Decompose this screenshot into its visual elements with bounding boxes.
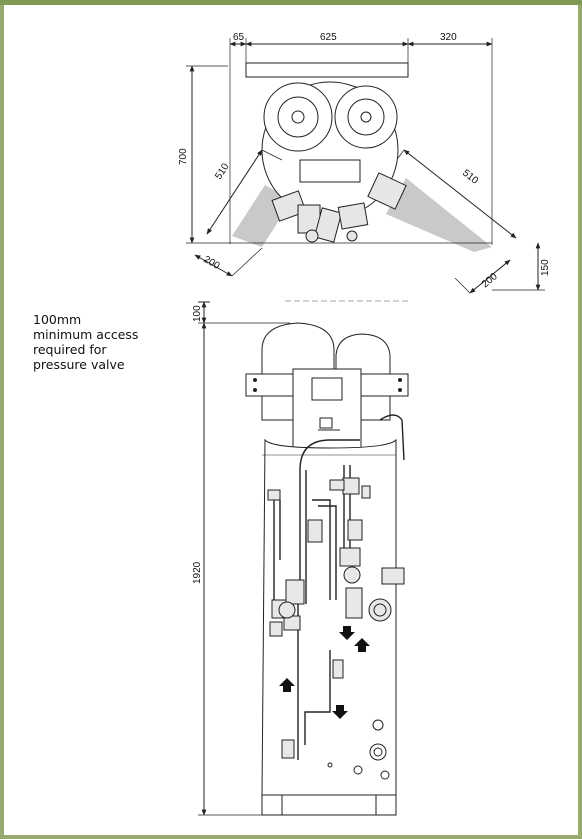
pressure-gauge [368,598,392,622]
access-note-line-4: pressure valve [33,357,125,372]
access-note-line-1: 100mm [33,312,82,327]
valve-cluster-plan [271,172,407,243]
dim-right-diagonal: 510 [460,168,480,187]
control-box-plan [299,159,361,183]
dim-right-clearance: 320 [440,32,457,43]
unit-top-frame [245,62,409,78]
elevation-view [198,300,410,816]
dim-depth: 700 [178,148,189,165]
dim-right-strip: 200 [480,271,500,290]
dim-left-diagonal: 510 [213,161,232,181]
dim-rear: 150 [540,259,551,276]
dim-left-strip: 200 [202,254,222,272]
vessel-left [263,82,333,152]
pump-left [278,601,296,619]
valve-assembly [267,477,405,759]
top-accent-bar [0,0,582,5]
access-note-line-2: minimum access [33,327,139,342]
base-plinth [261,794,397,816]
vessel-right [334,85,398,149]
dim-access: 100 [192,305,203,322]
flow-arrows [279,626,370,719]
dim-left-offset: 65 [233,32,245,43]
access-note-line-3: required for [33,342,107,357]
plan-view [186,38,545,294]
access-note: 100mm minimum access required for pressu… [33,312,183,372]
dim-height: 1920 [192,561,203,584]
dim-width: 625 [320,32,337,43]
